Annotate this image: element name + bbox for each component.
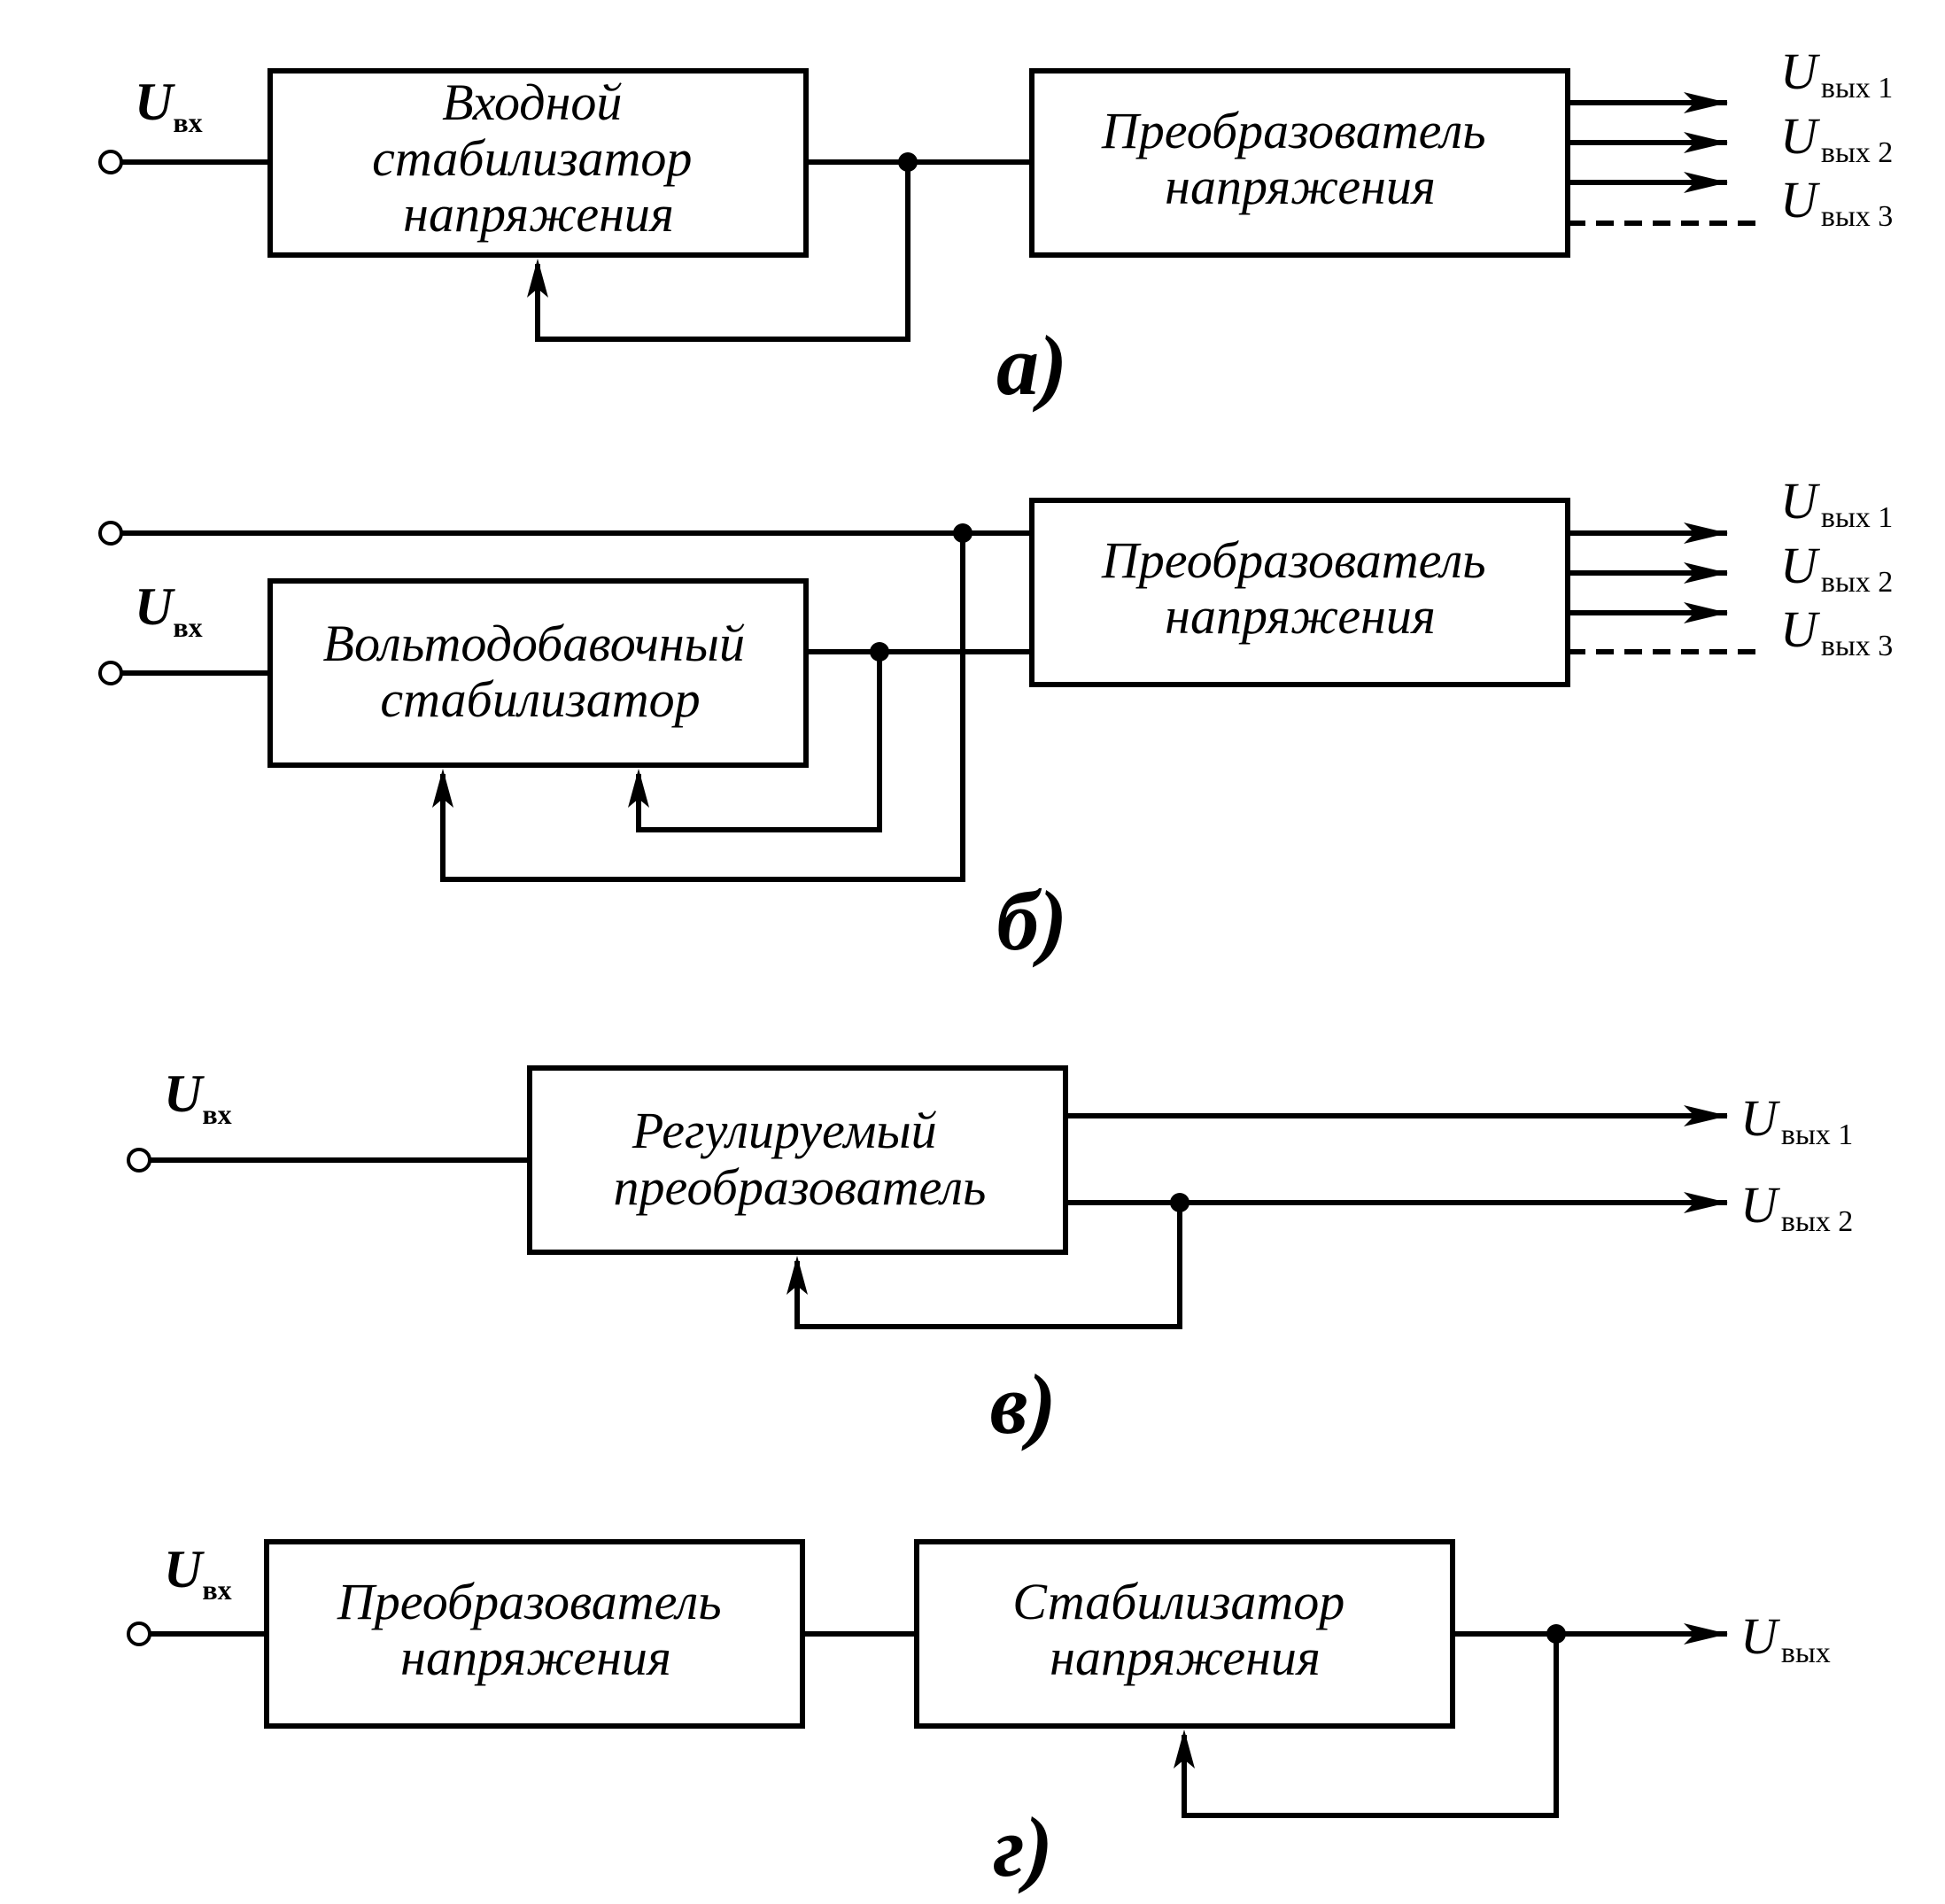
feedback-wire <box>535 162 911 342</box>
voltage-converter-label: Преобразователь напряжения <box>1101 531 1499 645</box>
input-terminal <box>127 1148 151 1173</box>
voltage-stabilizer-label: Стабилизатор напряжения <box>1012 1573 1358 1686</box>
input-label: Uвх <box>135 73 203 138</box>
input-terminal <box>98 150 123 174</box>
input-label: Uвх <box>164 1540 232 1606</box>
voltage-converter-label: Преобразователь напряжения <box>337 1573 734 1686</box>
voltage-converter-box <box>1029 498 1570 687</box>
feedback-arrow-icon <box>1174 1730 1195 1769</box>
diagram-a: Uвх Входной стабилизатор напряжения Прео… <box>98 43 1893 413</box>
caption-b: б) <box>996 873 1067 968</box>
regulated-converter-box <box>527 1065 1068 1255</box>
feedback-arrow-icon <box>787 1256 808 1295</box>
feedback-wire <box>794 1203 1182 1329</box>
input-terminal <box>98 661 123 685</box>
booster-stabilizer-label: Вольтодобавочный стабилизатор <box>323 615 758 728</box>
input-stabilizer-label: Входной стабилизатор напряжения <box>372 74 705 243</box>
voltage-converter-box <box>264 1539 805 1729</box>
inner-feedback-arrow-icon <box>628 769 649 808</box>
caption-a: а) <box>996 318 1067 413</box>
voltage-converter-box <box>1029 68 1570 258</box>
top-terminal <box>98 521 123 546</box>
input-label: Uвх <box>164 1064 232 1130</box>
caption-g: г) <box>993 1800 1052 1894</box>
outer-feedback-wire <box>440 533 965 882</box>
voltage-converter-label: Преобразователь напряжения <box>1101 102 1499 215</box>
voltage-stabilizer-box <box>914 1539 1455 1729</box>
inner-feedback-wire <box>636 652 882 832</box>
outer-feedback-arrow-icon <box>432 769 453 808</box>
regulated-converter-label: Регулируемый преобразователь <box>614 1102 987 1216</box>
diagram-b: Uвх Вольтодобавочный стабилизатор Преобр… <box>98 472 1893 968</box>
diagram-g: Uвх Преобразователь напряжения Стабилиза… <box>127 1539 1831 1894</box>
booster-stabilizer-box <box>267 578 809 768</box>
feedback-arrow-icon <box>527 259 548 298</box>
input-label: Uвх <box>135 577 203 643</box>
feedback-wire <box>1182 1634 1559 1818</box>
caption-v: в) <box>990 1357 1057 1451</box>
input-terminal <box>127 1621 151 1646</box>
